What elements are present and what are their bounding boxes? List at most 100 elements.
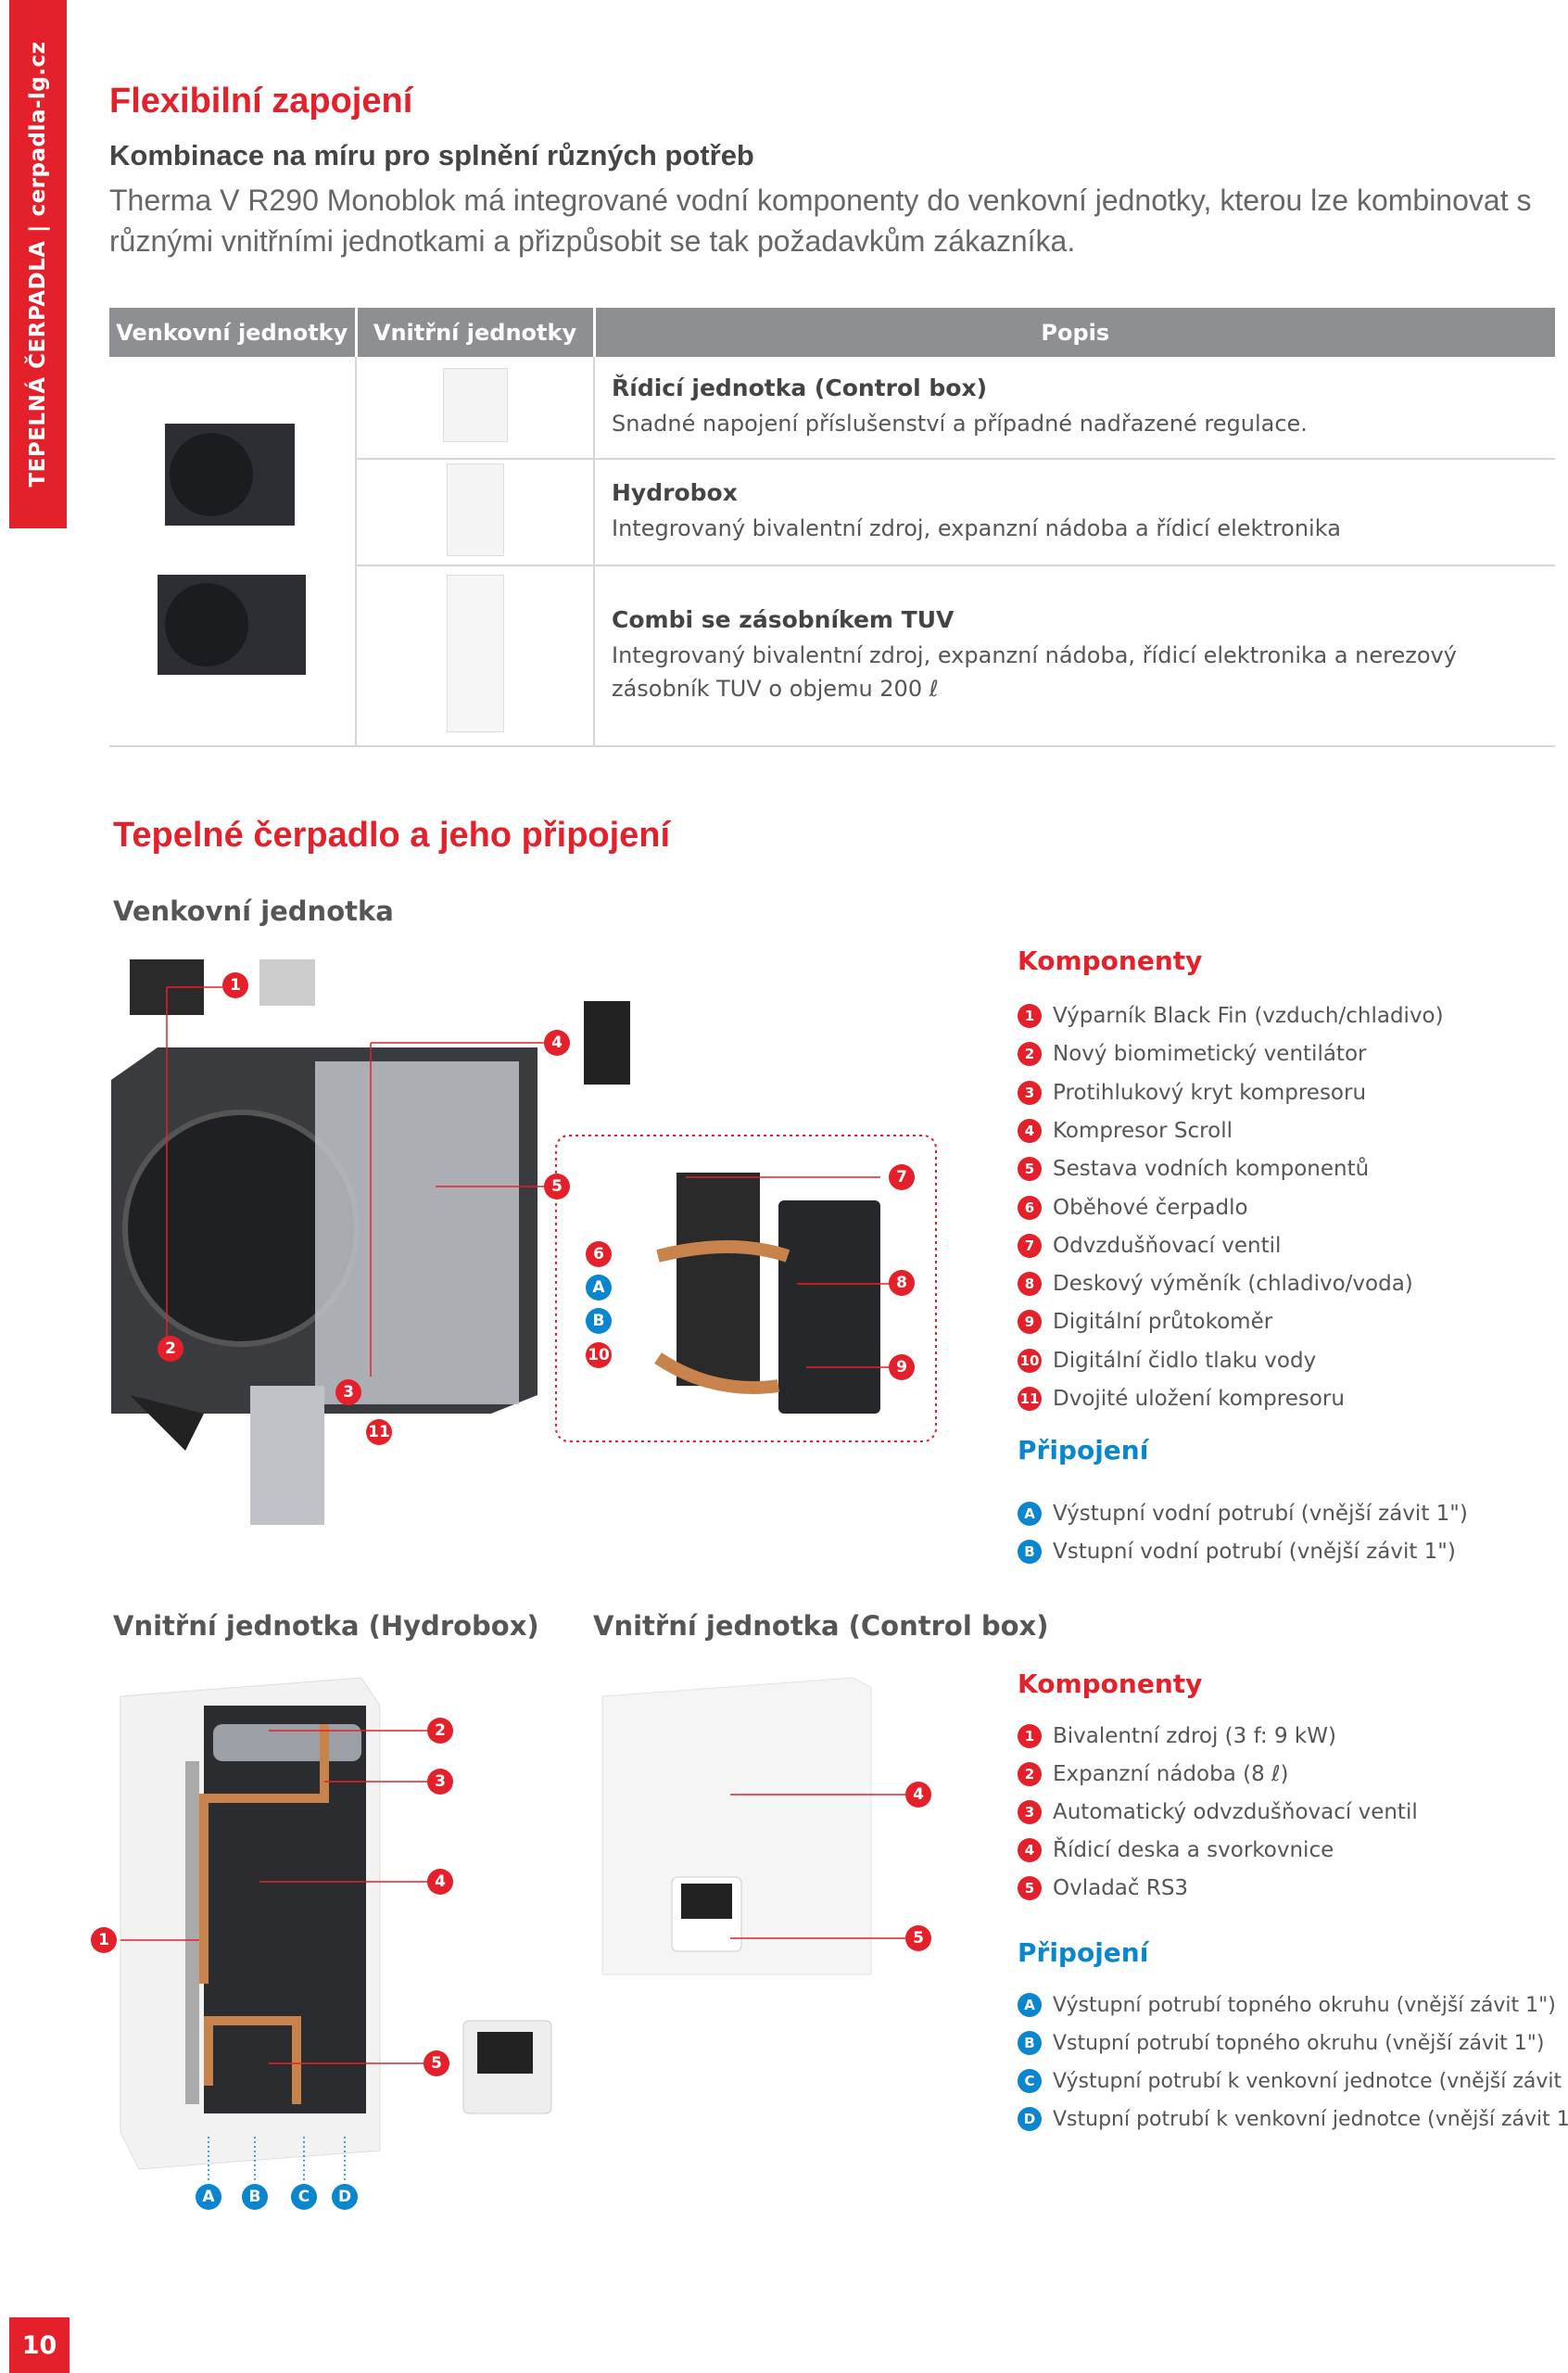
outdoor-units-cell <box>109 357 357 747</box>
list-item-label: Výstupní vodní potrubí (vnější závit 1") <box>1053 1502 1468 1526</box>
row-text: Integrovaný bivalentní zdroj, expanzní n… <box>612 641 1457 702</box>
list-item: A Výstupní potrubí topného okruhu (vnější… <box>1018 1993 1556 2017</box>
number-badge: B <box>1018 1540 1042 1564</box>
combi-image <box>446 575 504 733</box>
outdoor-heading: Venkovní jednotka <box>113 895 394 927</box>
marker-9: 9 <box>889 1354 915 1380</box>
number-badge: 5 <box>1018 1157 1042 1182</box>
hydrobox-marker-5: 5 <box>424 2050 449 2076</box>
plate-exchanger-image <box>778 1200 880 1414</box>
controlbox-marker-5: 5 <box>905 1925 931 1951</box>
page-number: 10 <box>9 2317 70 2373</box>
table-header-row: Venkovní jednotky Vnitřní jednotky Popis <box>109 308 1555 357</box>
table-desc-cell: Combi se zásobníkem TUV Integrovaný bival… <box>594 565 1555 748</box>
marker-5: 5 <box>544 1174 570 1199</box>
list-item-label: Vstupní potrubí k venkovní jednotce (vně… <box>1053 2107 1568 2131</box>
outdoor-unit-images <box>158 424 306 675</box>
number-badge: 10 <box>1018 1348 1042 1373</box>
hydrobox-marker-1: 1 <box>91 1927 117 1953</box>
list-item: 4 Řídicí deska a svorkovnice <box>1018 1838 1334 1862</box>
list-item-label: Dvojité uložení kompresoru <box>1053 1387 1345 1411</box>
number-badge: 5 <box>1018 1876 1042 1900</box>
number-badge: 3 <box>1018 1080 1042 1105</box>
marker-3: 3 <box>335 1379 361 1405</box>
marker-4: 4 <box>544 1030 570 1056</box>
hydrobox-marker-c: C <box>291 2184 317 2210</box>
hydrobox-image-cell <box>356 458 595 566</box>
hydrobox-heading: Vnitřní jednotka (Hydrobox) <box>113 1610 539 1642</box>
water-components-frame <box>555 1135 937 1442</box>
list-item-label: Výstupní potrubí k venkovní jednotce (vn… <box>1053 2069 1568 2093</box>
combination-table: Venkovní jednotky Vnitřní jednotky Popis… <box>109 308 1555 748</box>
hydrobox-marker-3: 3 <box>427 1769 453 1795</box>
number-badge: B <box>1018 2031 1042 2055</box>
number-badge: 2 <box>1018 1042 1042 1067</box>
list-item-label: Oběhové čerpadlo <box>1053 1195 1248 1220</box>
number-badge: A <box>1018 1993 1042 2017</box>
list-item-label: Vstupní vodní potrubí (vnější závit 1") <box>1053 1540 1456 1564</box>
compressor-cover-image <box>250 1386 324 1525</box>
list-item-label: Bivalentní zdroj (3 f: 9 kW) <box>1053 1724 1336 1748</box>
number-badge: 6 <box>1018 1195 1042 1220</box>
hydrobox-marker-a: A <box>196 2184 221 2210</box>
list-item-label: Vstupní potrubí topného okruhu (vnější z… <box>1053 2031 1545 2055</box>
list-item-label: Nový biomimetický ventilátor <box>1053 1042 1367 1067</box>
list-item: 6 Oběhové čerpadlo <box>1018 1195 1248 1220</box>
marker-11: 11 <box>366 1419 392 1445</box>
number-badge: 9 <box>1018 1310 1042 1335</box>
number-badge: 4 <box>1018 1118 1042 1143</box>
table-header: Vnitřní jednotky <box>356 308 596 357</box>
number-badge: 8 <box>1018 1272 1042 1297</box>
list-item-label: Sestava vodních komponentů <box>1053 1157 1370 1182</box>
section-title-flexible: Flexibilní zapojení <box>109 82 413 121</box>
list-item: B Vstupní potrubí topného okruhu (vnější … <box>1018 2031 1544 2055</box>
number-badge: 1 <box>1018 1004 1042 1028</box>
hydrobox-marker-b: B <box>242 2184 268 2210</box>
number-badge: 2 <box>1018 1762 1042 1786</box>
controlbox-heading: Vnitřní jednotka (Control box) <box>593 1610 1049 1642</box>
hydrobox-diagram <box>120 1677 552 2183</box>
list-item-label: Expanzní nádoba (8 ℓ) <box>1053 1762 1289 1786</box>
outdoor-unit-image <box>165 424 295 526</box>
controlbox-diagram <box>601 1677 913 1975</box>
list-item-label: Ovladač RS3 <box>1053 1876 1189 1900</box>
fan-blade-image <box>130 1395 204 1451</box>
number-badge: 1 <box>1018 1724 1042 1748</box>
list-item: B Vstupní vodní potrubí (vnější závit 1") <box>1018 1540 1456 1564</box>
marker-b: B <box>586 1308 612 1334</box>
outdoor-unit-image <box>158 575 306 675</box>
number-badge: 3 <box>1018 1800 1042 1824</box>
components-heading: Komponenty <box>1018 1669 1203 1699</box>
marker-10: 10 <box>586 1342 612 1368</box>
marker-6: 6 <box>586 1241 612 1267</box>
number-badge: 11 <box>1018 1387 1042 1411</box>
hydrobox-marker-4: 4 <box>427 1869 453 1895</box>
list-item: 1 Bivalentní zdroj (3 f: 9 kW) <box>1018 1724 1336 1748</box>
row-title: Řídicí jednotka (Control box) <box>612 374 988 401</box>
list-item-label: Protihlukový kryt kompresoru <box>1053 1080 1367 1105</box>
number-badge: 4 <box>1018 1838 1042 1862</box>
hydrobox-marker-2: 2 <box>427 1718 453 1744</box>
marker-2: 2 <box>158 1336 183 1362</box>
intro-paragraph: Therma V R290 Monoblok má integrované vo… <box>109 184 1532 258</box>
list-item-label: Výstupní potrubí topného okruhu (vnější … <box>1053 1993 1556 2017</box>
number-badge: A <box>1018 1502 1042 1526</box>
components-heading: Komponenty <box>1018 945 1203 976</box>
list-item-label: Řídicí deska a svorkovnice <box>1053 1838 1334 1862</box>
row-title: Combi se zásobníkem TUV <box>612 605 955 633</box>
list-item-label: Digitální průtokoměr <box>1053 1310 1273 1335</box>
list-item-label: Odvzdušňovací ventil <box>1053 1233 1282 1258</box>
row-text: Integrovaný bivalentní zdroj, expanzní n… <box>612 514 1341 541</box>
compressor-image <box>584 1001 630 1085</box>
controlbox-marker-4: 4 <box>905 1782 931 1808</box>
list-item: 5 Ovladač RS3 <box>1018 1876 1188 1900</box>
list-item: 2 Nový biomimetický ventilátor <box>1018 1042 1367 1067</box>
